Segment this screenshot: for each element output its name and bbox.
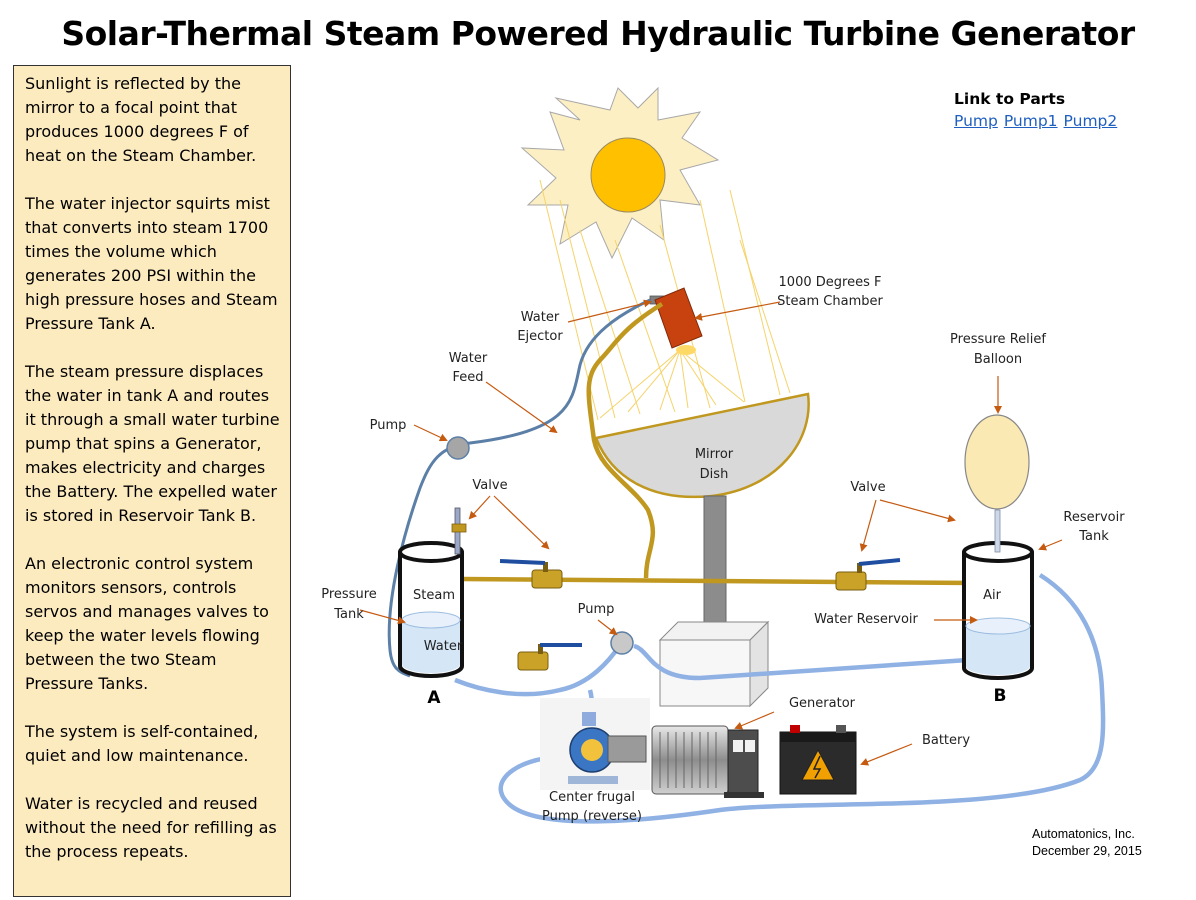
link-pump1[interactable]: Pump1 <box>1003 112 1058 130</box>
steam-chamber <box>649 287 703 355</box>
label-air: Air <box>983 588 1002 603</box>
label-reservoir-tank-1: Reservoir <box>1063 510 1125 525</box>
support-pole <box>703 495 727 637</box>
label-reservoir-tank-2: Tank <box>1078 529 1109 544</box>
valve-center-right-icon <box>835 558 901 591</box>
callout-arrows <box>359 299 1063 766</box>
credits: Automatonics, Inc. December 29, 2015 <box>1032 826 1142 860</box>
label-valve-right: Valve <box>850 480 885 495</box>
label-water-feed-1: Water <box>449 351 488 366</box>
reservoir-tank-b <box>962 541 1034 680</box>
credit-company: Automatonics, Inc. <box>1032 827 1135 841</box>
pressure-tank-a <box>398 507 467 678</box>
label-steam-chamber-1: 1000 Degrees F <box>779 275 882 290</box>
label-water-ejector-1: Water <box>521 310 560 325</box>
label-relief-1: Pressure Relief <box>950 332 1046 347</box>
sun-icon <box>520 86 720 260</box>
paragraph-recycled: Water is recycled and reused without the… <box>25 794 277 861</box>
label-pressure-tank-1: Pressure <box>321 587 377 602</box>
label-water: Water <box>424 639 463 654</box>
pump-middle-icon <box>610 631 634 655</box>
pressure-relief-balloon <box>964 414 1030 553</box>
paragraph-sunlight: Sunlight is reflected by the mirror to a… <box>25 74 257 165</box>
page-title: Solar-Thermal Steam Powered Hydraulic Tu… <box>61 14 1135 53</box>
label-steam: Steam <box>413 588 455 603</box>
label-tank-b: B <box>994 686 1007 706</box>
paragraph-maintenance: The system is self-contained, quiet and … <box>25 722 259 765</box>
label-pump-middle: Pump <box>578 602 615 617</box>
link-pump2[interactable]: Pump2 <box>1063 112 1118 130</box>
valve-center-left-icon <box>499 559 563 589</box>
centrifugal-pump-icon <box>540 698 650 790</box>
valve-lower-icon <box>517 643 582 671</box>
label-battery: Battery <box>922 733 970 748</box>
parts-links: Link to Parts Pump Pump1 Pump2 <box>954 88 1123 132</box>
label-mirror-2: Dish <box>700 467 729 482</box>
label-valve-left: Valve <box>472 478 507 493</box>
label-centrifugal-1: Center frugal <box>549 790 635 805</box>
label-pump-top: Pump <box>370 418 407 433</box>
pump-top-icon <box>446 436 470 460</box>
label-mirror-1: Mirror <box>695 447 734 462</box>
label-generator: Generator <box>789 696 856 711</box>
description-panel: Sunlight is reflected by the mirror to a… <box>13 65 291 897</box>
label-water-reservoir: Water Reservoir <box>814 612 918 627</box>
generator-icon <box>651 725 764 798</box>
label-pressure-tank-2: Tank <box>333 607 364 622</box>
label-relief-2: Balloon <box>974 352 1022 367</box>
support-base <box>658 620 770 708</box>
paragraph-control: An electronic control system monitors se… <box>25 554 269 693</box>
battery-icon <box>779 725 857 795</box>
label-steam-chamber-2: Steam Chamber <box>777 294 883 309</box>
link-pump[interactable]: Pump <box>954 112 998 130</box>
parts-heading: Link to Parts <box>954 90 1066 108</box>
label-tank-a: A <box>427 688 441 708</box>
label-water-ejector-2: Ejector <box>517 329 563 344</box>
label-water-feed-2: Feed <box>452 370 483 385</box>
credit-date: December 29, 2015 <box>1032 844 1142 858</box>
label-centrifugal-2: Pump (reverse) <box>542 809 642 824</box>
paragraph-displacement: The steam pressure displaces the water i… <box>25 362 280 525</box>
paragraph-injector: The water injector squirts mist that con… <box>25 194 278 333</box>
